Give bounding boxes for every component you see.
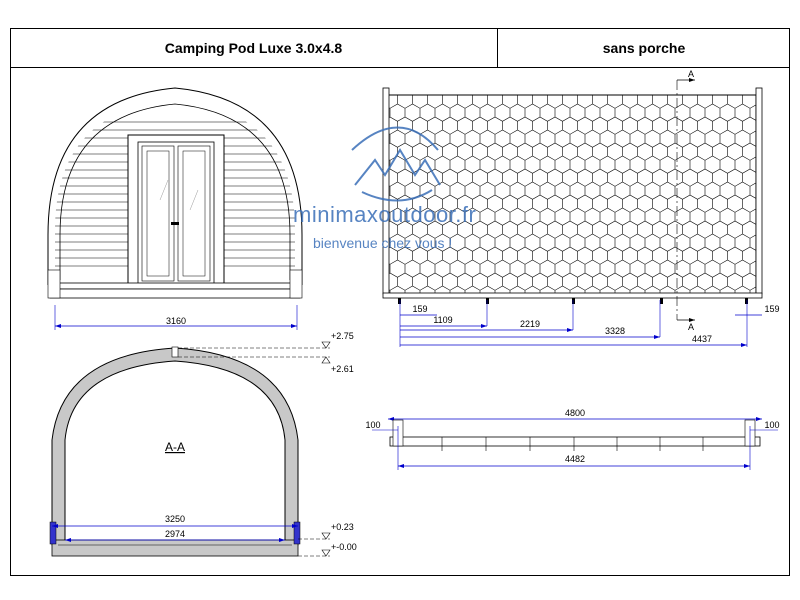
section-mark-bottom: A bbox=[688, 322, 694, 332]
plan-right-offset: 100 bbox=[764, 420, 779, 430]
side-dim-4: 4437 bbox=[692, 334, 712, 344]
front-base bbox=[49, 282, 301, 290]
door-leaf-right bbox=[177, 145, 211, 282]
drawing-title: Camping Pod Luxe 3.0x4.8 bbox=[164, 40, 343, 56]
drawing-frame bbox=[10, 28, 790, 576]
front-view: 3160 bbox=[47, 87, 303, 330]
plan-floor-beam bbox=[389, 436, 761, 447]
section-title: A-A bbox=[165, 440, 185, 454]
side-view: A A 159 1109 2219 3328 4437 bbox=[382, 69, 780, 347]
watermark-tagline: bienvenue chez vous ! bbox=[313, 235, 452, 251]
side-shingle-roof bbox=[387, 94, 757, 298]
side-base bbox=[382, 292, 763, 299]
section-view: A-A 3250 2974 +2.75 +2.61 +0.23 +-0.00 bbox=[49, 331, 357, 557]
plan-view: 4800 4482 100 100 bbox=[365, 408, 780, 470]
side-dim-3: 3328 bbox=[605, 326, 625, 336]
plan-left-offset: 100 bbox=[365, 420, 380, 430]
title-block bbox=[10, 28, 790, 68]
level-floor-top: +0.23 bbox=[331, 522, 354, 532]
level-ridge-inner: +2.61 bbox=[331, 364, 354, 374]
section-floor bbox=[51, 539, 299, 557]
watermark-site: minimaxoutdoor.fr bbox=[293, 202, 476, 227]
door-leaf-left bbox=[141, 145, 175, 282]
door-handle bbox=[171, 222, 179, 225]
front-outer-arch bbox=[47, 87, 303, 285]
drawing-variant: sans porche bbox=[602, 40, 686, 56]
ridge-beam bbox=[171, 346, 179, 358]
title-block-divider bbox=[497, 28, 498, 68]
level-ground: +-0.00 bbox=[331, 542, 357, 552]
side-dim-2: 2219 bbox=[520, 319, 540, 329]
section-outer-label: 3250 bbox=[165, 514, 185, 524]
watermark: minimaxoutdoor.fr bienvenue chez vous ! bbox=[293, 126, 476, 251]
side-dim-right: 159 bbox=[764, 304, 779, 314]
side-dim-0: 159 bbox=[412, 304, 427, 314]
plan-inner-label: 4482 bbox=[565, 454, 585, 464]
side-dim-1: 1109 bbox=[433, 315, 452, 325]
front-inner-arch bbox=[59, 103, 291, 280]
watermark-logo-icon bbox=[351, 126, 441, 202]
section-mark-top: A bbox=[688, 69, 694, 79]
level-ridge-outer: +2.75 bbox=[331, 331, 354, 341]
plan-overall-label: 4800 bbox=[565, 408, 585, 418]
front-width-label: 3160 bbox=[166, 316, 186, 326]
section-inner-label: 2974 bbox=[165, 529, 185, 539]
